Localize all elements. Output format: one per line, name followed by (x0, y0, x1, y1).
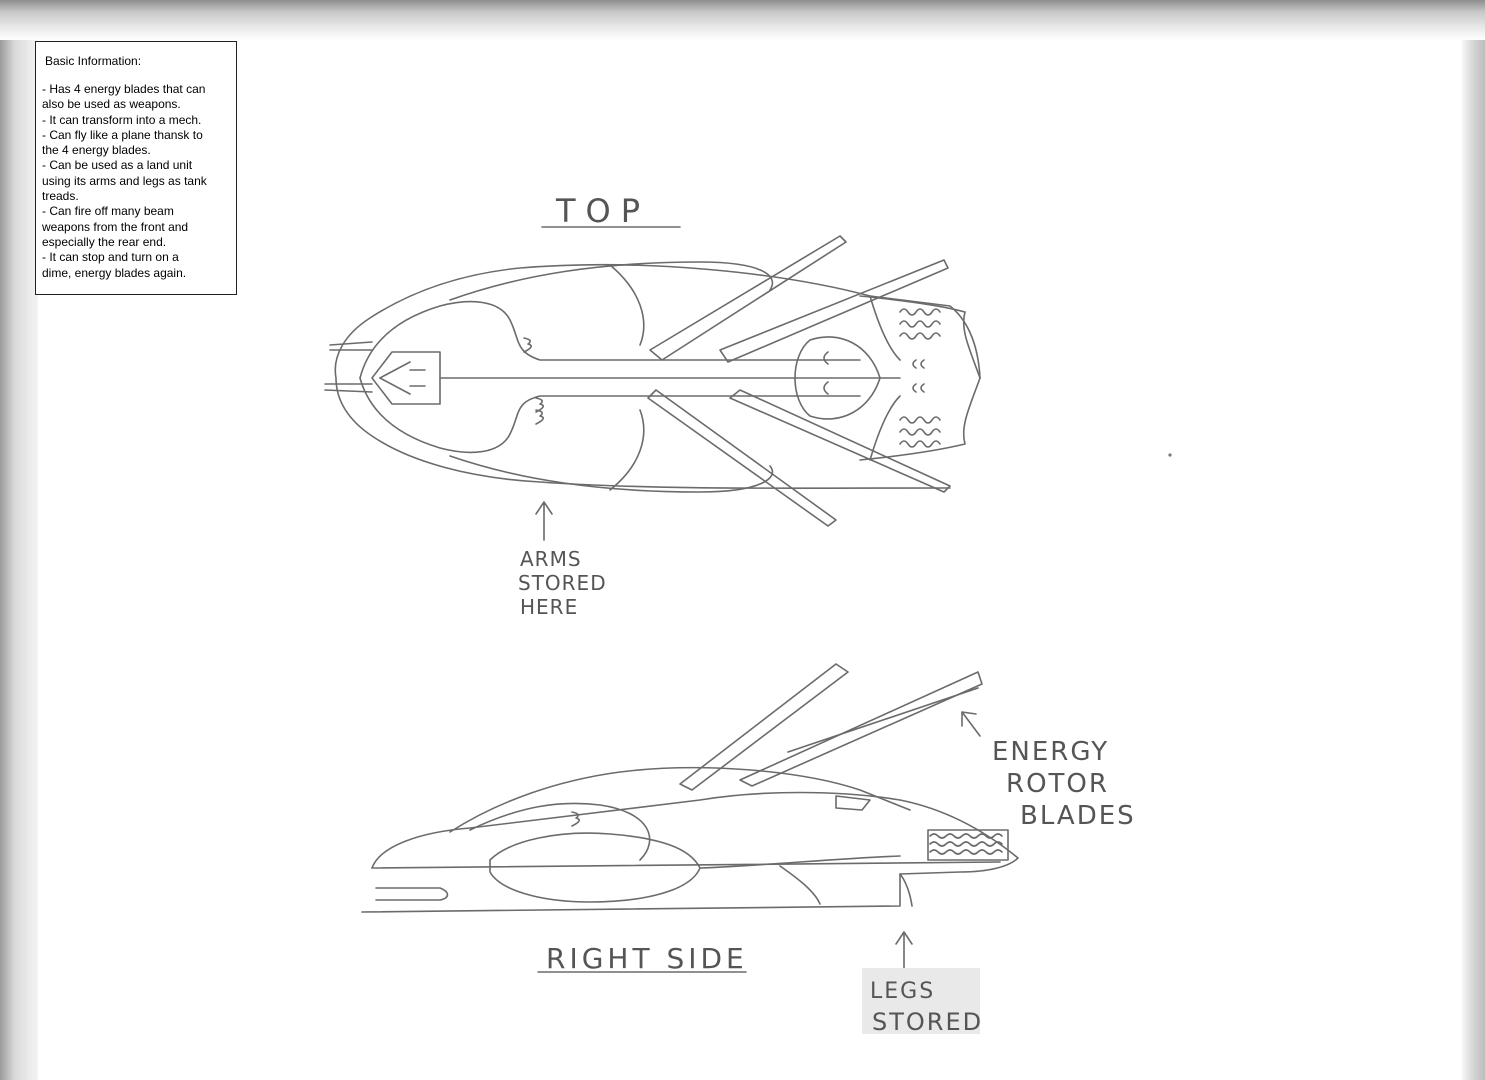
info-line: - Has 4 energy blades that can (42, 82, 206, 96)
info-line: using its arms and legs as tank (42, 173, 207, 188)
info-line: - Can be used as a land unit (42, 158, 193, 173)
top-view-label: TOP (555, 192, 650, 230)
legs-label-background (862, 968, 980, 1034)
side-view-label: RIGHT SIDE (546, 942, 748, 975)
info-line: weapons from the front and (42, 219, 189, 234)
energy-label-line-1: ENERGY (992, 737, 1109, 767)
energy-label-line-3: BLADES (1020, 801, 1136, 831)
legs-label-line-2: STORED (872, 1008, 983, 1036)
info-line: the 4 energy blades. (42, 143, 151, 158)
energy-label-line-2: ROTOR (1006, 769, 1109, 799)
info-line: dime, energy blades again. (42, 265, 187, 280)
info-line: - It can stop and turn on a (42, 250, 179, 265)
side-view-drawing (361, 663, 1019, 913)
info-line: - It can transform into a mech. (42, 112, 202, 127)
energy-arrow (961, 711, 981, 737)
arms-arrow (535, 501, 553, 541)
info-line: - Can fire off many beam (42, 204, 174, 219)
top-view-drawing (324, 235, 981, 527)
info-line: - Can fly like a plane thansk to (42, 127, 203, 142)
info-line: especially the rear end. (42, 234, 167, 249)
stray-dot (1168, 453, 1172, 457)
info-title: Basic Information: (45, 54, 142, 68)
info-lines: - Has 4 energy blades that can also be u… (42, 82, 230, 281)
paper-sheet (38, 40, 1462, 1080)
legs-arrow (895, 931, 913, 971)
scan-shadow-top (0, 0, 1485, 40)
info-box: Basic Information: - Has 4 energy blades… (35, 41, 237, 295)
info-line: also be used as weapons. (42, 97, 181, 112)
info-line: treads. (42, 189, 79, 204)
arms-label-line-2: STORED (518, 571, 607, 595)
arms-label-line-3: HERE (520, 595, 578, 619)
legs-label-line-1: LEGS (870, 979, 935, 1004)
arms-label-line-1: ARMS (520, 547, 582, 571)
